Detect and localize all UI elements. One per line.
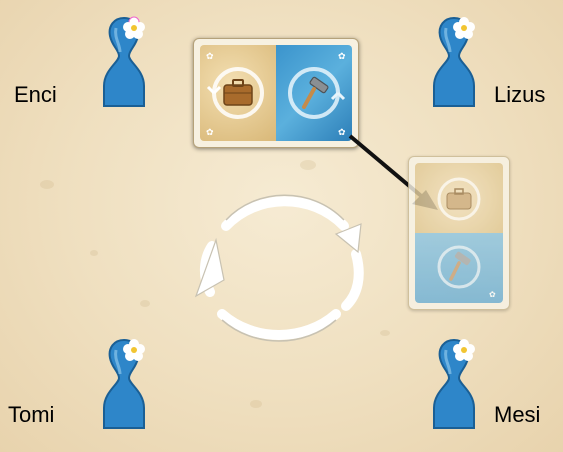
player-pawn-icon[interactable]	[424, 336, 484, 432]
hammer-icon: ✿ ✿	[276, 45, 352, 141]
svg-text:✿: ✿	[206, 51, 214, 61]
player-pawn-icon[interactable]	[94, 14, 154, 110]
svg-text:✿: ✿	[206, 127, 214, 137]
player-pawn-icon[interactable]	[94, 336, 154, 432]
sand-speck	[140, 300, 150, 307]
sand-speck	[380, 330, 390, 336]
hammer-icon: ✿	[415, 233, 503, 303]
player-name: Enci	[14, 82, 57, 108]
sand-speck	[300, 160, 316, 170]
svg-text:✿: ✿	[338, 51, 346, 61]
player-name: Mesi	[494, 402, 540, 428]
sand-speck	[90, 250, 98, 256]
card-sea-half: ✿ ✿	[276, 45, 352, 141]
card-sand-half: ✿ ✿	[200, 45, 276, 141]
suitcase-icon	[415, 163, 503, 233]
player-pawn-icon[interactable]	[424, 14, 484, 110]
card-sea-half: ✿	[415, 233, 503, 303]
sand-speck	[40, 180, 54, 189]
card-sand-half	[415, 163, 503, 233]
turn-cycle-icon	[186, 184, 376, 344]
suitcase-icon: ✿ ✿	[200, 45, 276, 141]
sand-speck	[250, 400, 262, 408]
player-name: Tomi	[8, 402, 54, 428]
active-card[interactable]: ✿ ✿ ✿ ✿	[193, 38, 359, 148]
svg-text:✿: ✿	[489, 290, 496, 299]
passed-card: ✿	[408, 156, 510, 310]
player-name: Lizus	[494, 82, 545, 108]
